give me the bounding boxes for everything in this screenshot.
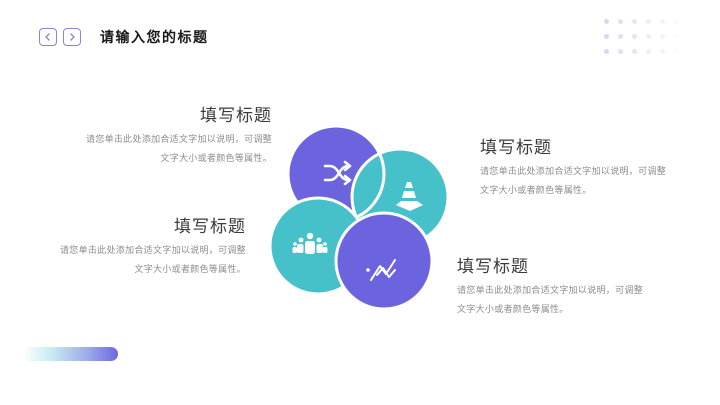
text-block-top-right: 填写标题 请您单击此处添加合适文字加以说明，可调整 文字大小或者颜色等属性。 (480, 137, 666, 201)
trend-line-icon (366, 259, 396, 281)
decorative-dot (660, 19, 665, 24)
block-body: 请您单击此处添加合适文字加以说明，可调整 文字大小或者颜色等属性。 (59, 246, 246, 275)
chevron-left-icon (45, 33, 50, 41)
text-block-bottom-right: 填写标题 请您单击此处添加合适文字加以说明，可调整 文字大小或者颜色等属性。 (457, 256, 643, 320)
decorative-dot (660, 34, 665, 39)
team-icon (292, 232, 328, 254)
chevron-right-icon (70, 33, 75, 41)
decorative-dot (646, 34, 651, 39)
block-heading: 填写标题 (457, 257, 529, 277)
decorative-dot (632, 19, 637, 24)
decorative-dot (604, 19, 609, 24)
decorative-dot (674, 34, 679, 39)
block-heading: 填写标题 (480, 138, 552, 158)
decorative-dot (646, 19, 651, 24)
page-title: 请输入您的标题 (100, 30, 209, 46)
text-block-top-left: 填写标题 请您单击此处添加合适文字加以说明，可调整 文字大小或者颜色等属性。 (86, 105, 272, 169)
decorative-dot (618, 19, 623, 24)
decorative-dot (646, 49, 651, 54)
decorative-dot (618, 49, 623, 54)
next-button[interactable] (63, 28, 81, 46)
decorative-dot (604, 34, 609, 39)
decorative-dot (632, 34, 637, 39)
decorative-gradient-bar (22, 347, 118, 361)
decorative-dot (674, 49, 679, 54)
block-heading: 填写标题 (200, 106, 272, 126)
block-body: 请您单击此处添加合适文字加以说明，可调整 文字大小或者颜色等属性。 (480, 167, 667, 196)
prev-button[interactable] (39, 28, 57, 46)
decorative-dot (660, 49, 665, 54)
decorative-dot (674, 19, 679, 24)
decorative-dot (604, 49, 609, 54)
text-block-mid-left: 填写标题 请您单击此处添加合适文字加以说明，可调整 文字大小或者颜色等属性。 (60, 216, 246, 280)
traffic-cone-icon (396, 182, 423, 211)
block-body: 请您单击此处添加合适文字加以说明，可调整 文字大小或者颜色等属性。 (457, 286, 644, 315)
block-heading: 填写标题 (174, 217, 246, 237)
trend-circle (334, 211, 434, 311)
shuffle-icon (323, 160, 352, 186)
decorative-dot (632, 49, 637, 54)
decorative-dot (618, 34, 623, 39)
block-body: 请您单击此处添加合适文字加以说明，可调整 文字大小或者颜色等属性。 (85, 135, 272, 164)
